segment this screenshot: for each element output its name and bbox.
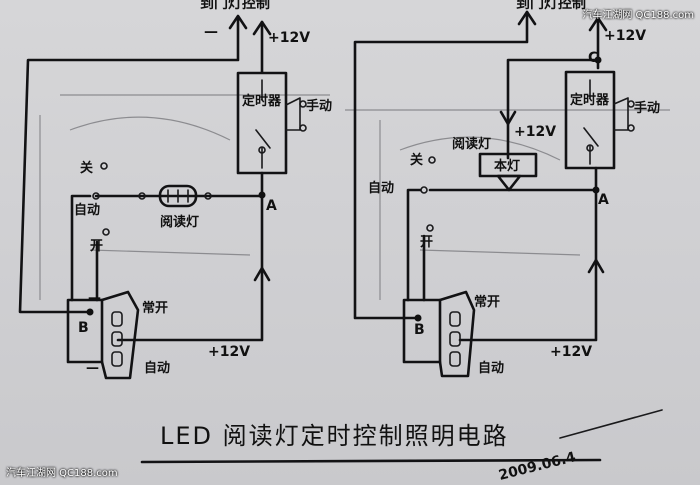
right-lamp-label: 阅读灯 [452,136,491,152]
left-plus12v-bottom: +12V [208,344,250,360]
left-auto-label: 自动 [74,202,100,218]
right-plus12v-bottom: +12V [550,344,592,360]
left-on-label: 开 [90,239,103,254]
switch-housing-left [66,298,104,364]
right-timer-label: 定时器 [569,92,610,108]
arrow-up-icon [253,266,271,282]
right-top-label: 到门灯控制 [516,0,586,12]
arrow-up-icon [517,10,537,26]
watermark-top-right: 汽车江湖网 QC188.com [582,10,694,21]
arrow-down-icon [499,110,517,126]
left-switch-mark-2: — [86,361,99,376]
left-manual-label: 手动 [306,98,332,114]
watermark-bottom-left: 汽车江湖网 QC188.com [6,468,118,479]
right-node-c: C [588,50,598,66]
right-circuit [353,10,635,378]
diagram-title: LED 阅读灯定时控制照明电路 [160,422,509,450]
right-plus12v-top: +12V [604,28,646,44]
left-circuit [18,14,307,380]
left-auto-bottom-label: 自动 [144,360,170,376]
right-always-on-label: 常开 [474,294,500,310]
left-top-label: 到门灯控制 [200,0,270,12]
contact-auto [92,192,100,200]
left-lamp-label: 阅读灯 [160,214,199,230]
right-lamp-plus12v: +12V [514,124,556,140]
left-timer-label: 定时器 [241,93,282,109]
contact-off [100,162,108,170]
right-node-a: A [598,192,609,208]
right-auto-label: 自动 [368,180,394,196]
switch-housing-right [402,298,442,364]
left-always-on-label: 常开 [142,300,168,316]
arrow-up-icon [228,14,248,30]
left-off-label: 关 [80,160,93,176]
right-off-label: 关 [410,152,423,168]
right-auto-bottom-label: 自动 [478,360,504,376]
timer-box [564,70,616,170]
arrow-up-icon [587,258,605,274]
left-node-b: B [78,320,89,336]
right-original-label: 本灯 [494,158,520,174]
arrow-up-icon [588,16,608,32]
right-manual-label: 手动 [634,100,660,116]
title-stroke [559,409,663,439]
right-on-label: 开 [420,235,433,250]
left-minus-label: — [204,24,218,40]
led-lamp [158,184,198,208]
right-node-b: B [414,322,425,338]
left-node-a: A [266,198,277,214]
title-underline [140,458,602,464]
contact-on [102,228,110,236]
date-label: 2009.06.4 [497,449,578,484]
left-plus12v-top: +12V [268,30,310,46]
arrow-up-icon [252,20,272,36]
left-switch-mark-1: — [88,291,101,306]
